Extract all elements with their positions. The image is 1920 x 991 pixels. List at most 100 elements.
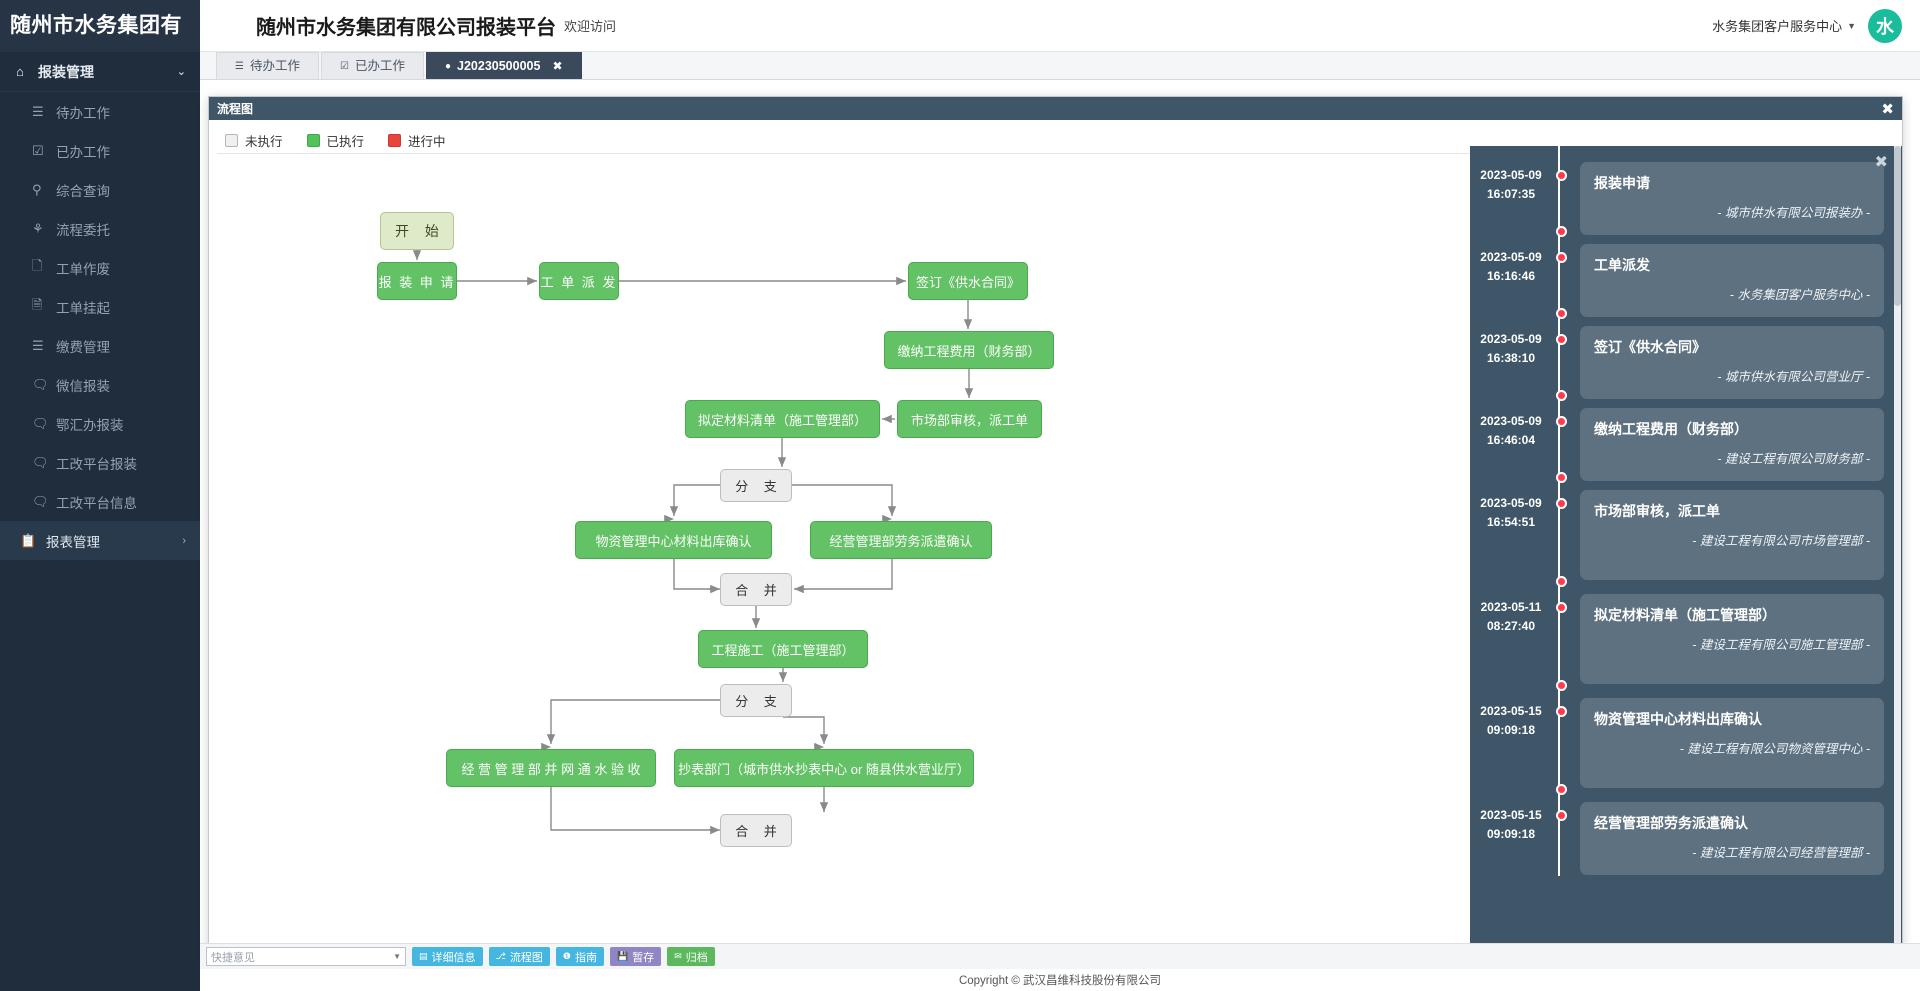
quick-opinion-select[interactable]: 快捷意见 ▼ <box>206 947 406 966</box>
flow-node-branch-2[interactable]: 分 支 <box>720 684 792 717</box>
chat-icon: 🗨 <box>32 376 49 392</box>
flow-node-pay-fee[interactable]: 缴纳工程费用（财务部） <box>884 331 1054 369</box>
timeline-dot-icon <box>1556 170 1567 181</box>
timeline-time: 2023-05-09 16:54:51 <box>1470 490 1552 532</box>
sidebar-item-label: 报表管理 <box>46 534 100 550</box>
modal-title: 流程图 <box>217 102 254 116</box>
timeline-clock: 16:54:51 <box>1486 515 1536 529</box>
sidebar-item-daiban[interactable]: ☰ 待办工作 <box>0 92 200 131</box>
detail-info-button[interactable]: ▤ 详细信息 <box>412 947 483 966</box>
timeline-card[interactable]: 工单派发 - 水务集团客户服务中心 - <box>1580 244 1884 317</box>
timeline-clock: 09:09:18 <box>1486 723 1536 737</box>
flow-node-material-list[interactable]: 拟定材料清单（施工管理部） <box>685 400 880 438</box>
flow-node-labor-dispatch[interactable]: 经营管理部劳务派遣确认 <box>810 521 992 559</box>
timeline-list: 2023-05-09 16:07:35 报装申请 - 城市供水有限公司报装办 - <box>1470 146 1902 876</box>
sidebar-item-label: 工单挂起 <box>56 300 110 316</box>
flow-node-meter-department[interactable]: 抄表部门（城市供水抄表中心 or 随县供水营业厅） <box>674 749 974 787</box>
flow-node-dispatch[interactable]: 工 单 派 发 <box>539 262 619 300</box>
timeline-card-org: - 建设工程有限公司施工管理部 - <box>1692 638 1870 652</box>
tab-order-J20230500005[interactable]: ● J20230500005 ✖ <box>425 52 582 79</box>
timeline-item: 2023-05-09 16:46:04 缴纳工程费用（财务部） - 建设工程有限… <box>1470 408 1902 483</box>
sidebar-item-label: 流程委托 <box>56 222 110 238</box>
flow-node-merge-1[interactable]: 合 并 <box>720 573 792 606</box>
timeline-date: 2023-05-09 <box>1480 332 1542 346</box>
sidebar-menu-header[interactable]: ⌂ 报装管理 ⌄ <box>0 52 200 92</box>
guide-button[interactable]: ❶ 指南 <box>555 947 604 966</box>
sidebar-item-gongggai-info[interactable]: 🗨 工改平台信息 <box>0 482 200 521</box>
timeline-card-org: - 建设工程有限公司物资管理中心 - <box>1679 742 1870 756</box>
flow-node-material-outbound[interactable]: 物资管理中心材料出库确认 <box>575 521 772 559</box>
timeline-dot-icon <box>1556 576 1567 587</box>
user-name: 水务集团客户服务中心 <box>1712 19 1843 34</box>
close-icon[interactable]: ✖ <box>1881 100 1894 118</box>
tab-bar: ☰ 待办工作 ☑ 已办工作 ● J20230500005 ✖ <box>200 52 1920 80</box>
timeline-card[interactable]: 经营管理部劳务派遣确认 - 建设工程有限公司经营管理部 - <box>1580 802 1884 875</box>
button-label: 暂存 <box>632 951 655 964</box>
table-icon: ▤ <box>419 951 428 961</box>
flow-node-sign-contract[interactable]: 签订《供水合同》 <box>908 262 1028 300</box>
report-icon: 📋 <box>20 532 37 548</box>
sidebar-item-delegate[interactable]: ⚘ 流程委托 <box>0 209 200 248</box>
sidebar-menu-header-label: 报装管理 <box>38 63 94 80</box>
user-menu[interactable]: 水务集团客户服务中心 ▼ <box>1712 16 1856 35</box>
sidebar-item-query[interactable]: ⚲ 综合查询 <box>0 170 200 209</box>
close-icon[interactable]: ✖ <box>552 58 563 73</box>
sidebar-item-payment[interactable]: ☰ 缴费管理 <box>0 326 200 365</box>
modal-scrollbar[interactable] <box>1894 146 1901 963</box>
chevron-right-icon: › <box>182 534 186 547</box>
flow-node-merge-2[interactable]: 合 并 <box>720 814 792 847</box>
timeline-close-icon[interactable]: ✖ <box>1874 154 1888 171</box>
save-draft-button[interactable]: 💾 暂存 <box>609 947 662 966</box>
flow-node-water-acceptance[interactable]: 经 营 管 理 部 并 网 通 水 验 收 <box>446 749 656 787</box>
sidebar-item-label: 综合查询 <box>56 183 110 199</box>
timeline-dot-icon <box>1556 706 1567 717</box>
timeline-card[interactable]: 市场部审核，派工单 - 建设工程有限公司市场管理部 - <box>1580 490 1884 580</box>
flow-node-market-review[interactable]: 市场部审核，派工单 <box>897 400 1042 438</box>
timeline-card[interactable]: 缴纳工程费用（财务部） - 建设工程有限公司财务部 - <box>1580 408 1884 481</box>
flowchart-button[interactable]: ⎇ 流程图 <box>488 947 550 966</box>
button-label: 指南 <box>574 951 597 964</box>
timeline-item: 2023-05-15 09:09:18 物资管理中心材料出库确认 - 建设工程有… <box>1470 698 1902 795</box>
timeline-card-title: 签订《供水合同》 <box>1594 339 1706 355</box>
check-square-icon: ☑ <box>32 142 44 158</box>
timeline-card[interactable]: 物资管理中心材料出库确认 - 建设工程有限公司物资管理中心 - <box>1580 698 1884 788</box>
flow-node-branch-1[interactable]: 分 支 <box>720 469 792 502</box>
flow-node-apply[interactable]: 报 装 申 请 <box>377 262 457 300</box>
legend-item-inprogress: 进行中 <box>388 131 446 150</box>
timeline-date: 2023-05-11 <box>1480 600 1542 614</box>
timeline-item: 2023-05-09 16:16:46 工单派发 - 水务集团客户服务中心 - <box>1470 244 1902 319</box>
tab-daiban[interactable]: ☰ 待办工作 <box>216 52 319 79</box>
timeline-card-org: - 建设工程有限公司财务部 - <box>1717 452 1870 466</box>
sidebar-item-suspend[interactable]: 🗎 工单挂起 <box>0 287 200 326</box>
sidebar-item-ehuiban[interactable]: 🗨 鄂汇办报装 <box>0 404 200 443</box>
chat-icon: 🗨 <box>32 493 49 509</box>
avatar[interactable]: 水 <box>1868 8 1902 43</box>
circle-icon: ● <box>444 60 452 72</box>
button-label: 归档 <box>685 951 708 964</box>
timeline-time: 2023-05-09 16:46:04 <box>1470 408 1552 450</box>
flowchart-modal: 流程图 ✖ 未执行 已执行 进行中 <box>208 96 1903 963</box>
sidebar-item-gongggai-baozhuang[interactable]: 🗨 工改平台报装 <box>0 443 200 482</box>
sidebar-item-wechat[interactable]: 🗨 微信报装 <box>0 365 200 404</box>
sidebar-item-reports[interactable]: 📋 报表管理 › <box>0 521 200 560</box>
modal-header: 流程图 ✖ <box>209 97 1902 120</box>
tab-yiban[interactable]: ☑ 已办工作 <box>320 52 424 79</box>
archive-button[interactable]: ✉ 归档 <box>667 947 715 966</box>
timeline-card[interactable]: 报装申请 - 城市供水有限公司报装办 - <box>1580 162 1884 235</box>
scrollbar-thumb[interactable] <box>1894 146 1901 306</box>
timeline-card[interactable]: 拟定材料清单（施工管理部） - 建设工程有限公司施工管理部 - <box>1580 594 1884 684</box>
button-label: 流程图 <box>509 951 543 964</box>
sidebar-item-void[interactable]: 🗋 工单作废 <box>0 248 200 287</box>
timeline-card-title: 市场部审核，派工单 <box>1594 503 1720 519</box>
legend-label: 进行中 <box>408 135 446 149</box>
flowchart-canvas: 开 始 报 装 申 请 工 单 派 发 签订《供水合同》 缴纳工程费用（财务部）… <box>217 154 1471 939</box>
sidebar-item-yiban[interactable]: ☑ 已办工作 <box>0 131 200 170</box>
flow-node-start[interactable]: 开 始 <box>380 212 454 250</box>
sidebar-nav-list: ☰ 待办工作 ☑ 已办工作 ⚲ 综合查询 ⚘ 流程委托 🗋 工单作废 🗎 工单挂 <box>0 92 200 521</box>
timeline-card[interactable]: 签订《供水合同》 - 城市供水有限公司营业厅 - <box>1580 326 1884 399</box>
timeline-dot-icon <box>1556 602 1567 613</box>
legend: 未执行 已执行 进行中 <box>217 128 1894 154</box>
timeline-dot-icon <box>1556 308 1567 319</box>
flow-node-construction[interactable]: 工程施工（施工管理部） <box>698 630 868 668</box>
flowchart-connectors <box>412 250 974 835</box>
